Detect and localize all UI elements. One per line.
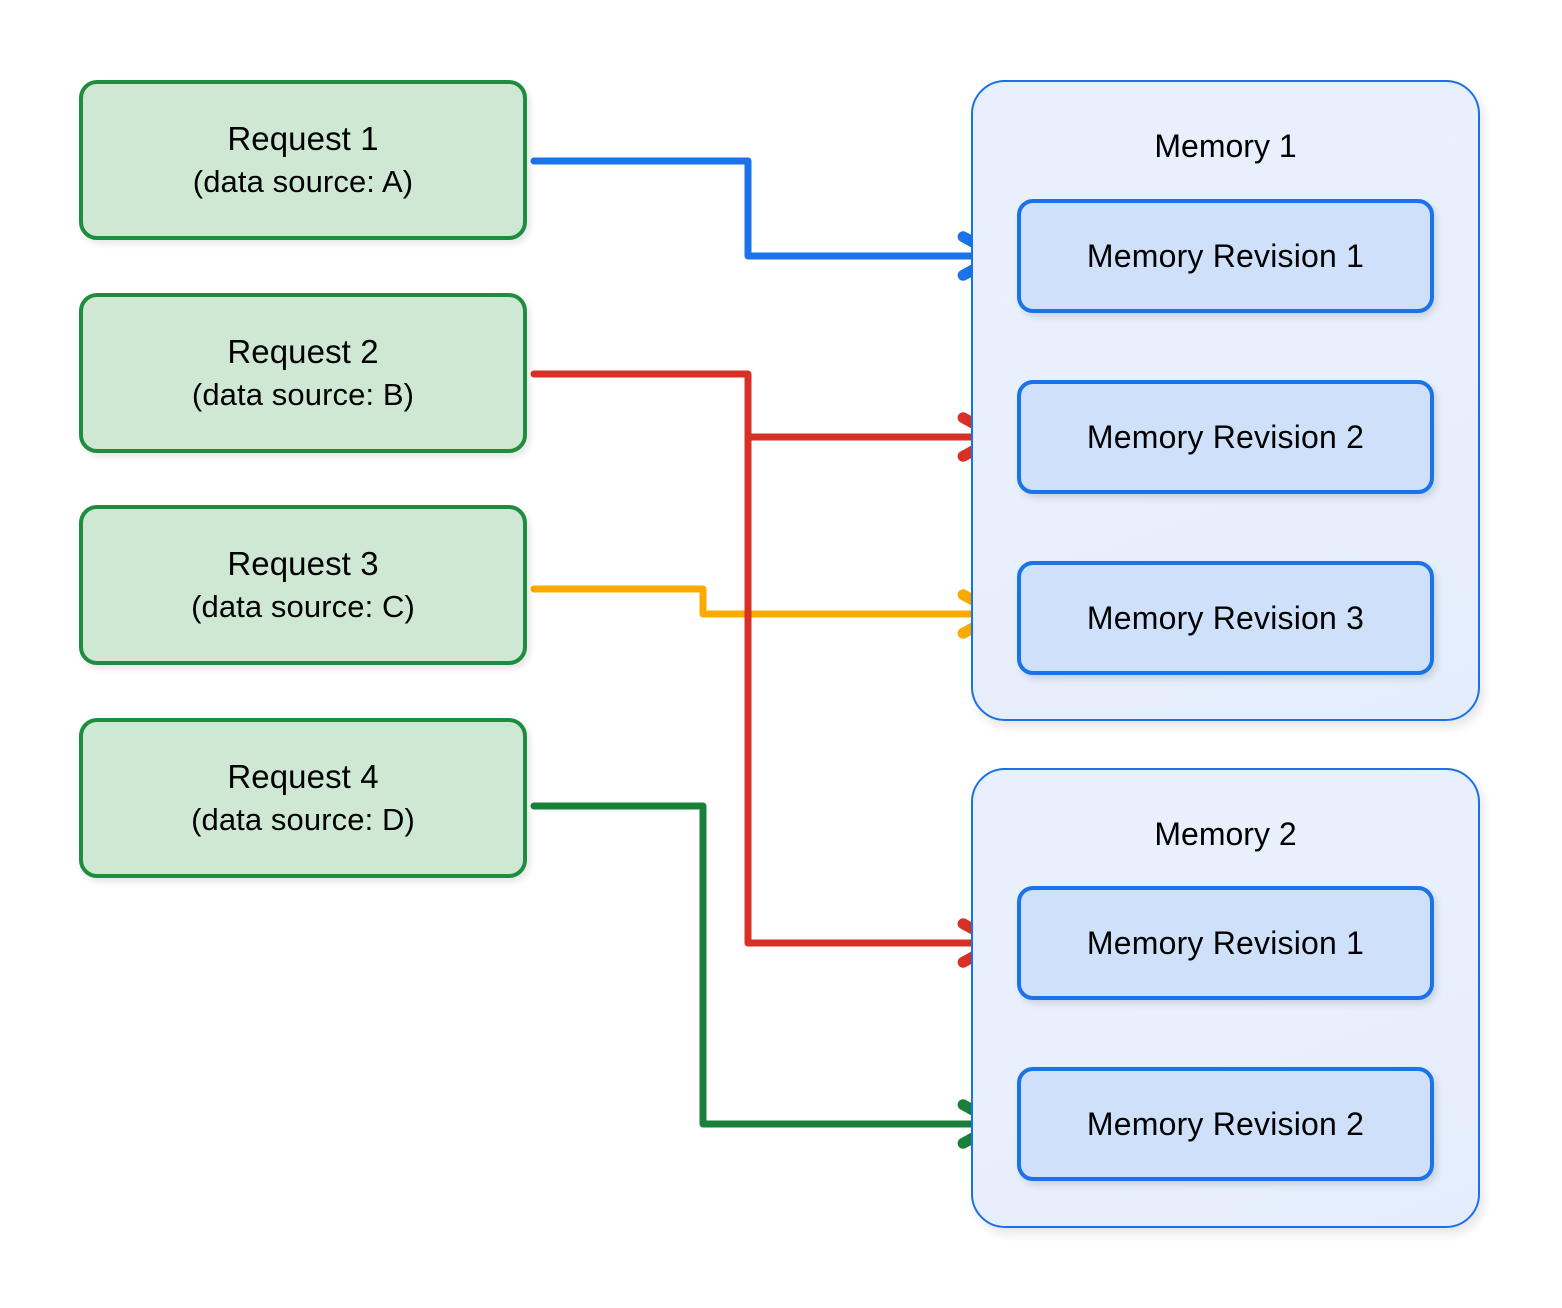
request-1-title: Request 1 xyxy=(227,119,379,157)
connector-request-1-to-memory-1-revision-1 xyxy=(530,157,1004,281)
memory-1-revision-1-label: Memory Revision 1 xyxy=(1086,237,1365,274)
connector-request-4-to-memory-2-revision-2 xyxy=(530,802,1004,1149)
connector-request-2-to-memory-1-revision-2 xyxy=(530,370,1004,462)
memory-1-revision-3[interactable]: Memory Revision 3 xyxy=(1017,561,1434,675)
request-4-title: Request 4 xyxy=(227,757,379,795)
request-1-subtitle: (data source: A) xyxy=(192,163,414,199)
request-box-1[interactable]: Request 1 (data source: A) xyxy=(79,80,527,240)
request-2-subtitle: (data source: B) xyxy=(191,376,415,412)
memory-1-revision-2[interactable]: Memory Revision 2 xyxy=(1017,380,1434,494)
memory-1-title: Memory 1 xyxy=(1154,128,1297,164)
memory-1-revision-3-label: Memory Revision 3 xyxy=(1086,599,1365,636)
memory-2-revision-1-label: Memory Revision 1 xyxy=(1086,924,1365,961)
connector-request-3-to-memory-1-revision-3 xyxy=(530,585,1004,639)
connector-request-2-to-memory-2-revision-1 xyxy=(744,433,1004,968)
request-box-3[interactable]: Request 3 (data source: C) xyxy=(79,505,527,665)
memory-2-revision-1[interactable]: Memory Revision 1 xyxy=(1017,886,1434,1000)
request-box-2[interactable]: Request 2 (data source: B) xyxy=(79,293,527,453)
request-2-title: Request 2 xyxy=(227,332,379,370)
memory-2-revision-2-label: Memory Revision 2 xyxy=(1086,1105,1365,1142)
request-3-title: Request 3 xyxy=(227,544,379,582)
request-box-4[interactable]: Request 4 (data source: D) xyxy=(79,718,527,878)
memory-1-revision-1[interactable]: Memory Revision 1 xyxy=(1017,199,1434,313)
memory-2-title: Memory 2 xyxy=(1154,816,1297,852)
memory-1-revision-2-label: Memory Revision 2 xyxy=(1086,418,1365,455)
memory-2-revision-2[interactable]: Memory Revision 2 xyxy=(1017,1067,1434,1181)
request-4-subtitle: (data source: D) xyxy=(191,801,415,837)
request-3-subtitle: (data source: C) xyxy=(191,588,415,624)
